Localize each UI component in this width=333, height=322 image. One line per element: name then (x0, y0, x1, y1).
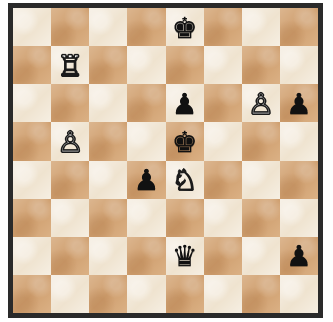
square-h3[interactable] (280, 199, 318, 237)
black-pawn-icon[interactable]: ♟ (172, 90, 198, 119)
square-c7[interactable] (89, 46, 127, 84)
square-g2[interactable] (242, 237, 280, 275)
square-c5[interactable] (89, 122, 127, 160)
square-f4[interactable] (204, 161, 242, 199)
square-d7[interactable] (127, 46, 165, 84)
square-a2[interactable] (13, 237, 51, 275)
square-a6[interactable] (13, 84, 51, 122)
square-g6[interactable]: ♙ (242, 84, 280, 122)
square-e5[interactable]: ♚ (166, 122, 204, 160)
square-g3[interactable] (242, 199, 280, 237)
square-e7[interactable] (166, 46, 204, 84)
black-king-icon[interactable]: ♚ (172, 128, 198, 157)
square-f1[interactable] (204, 275, 242, 313)
square-h4[interactable] (280, 161, 318, 199)
chessboard: ♚ ♖ ♟ ♙ ♟ ♙ ♚ ♟ ♘ ♛ ♟ (13, 8, 318, 313)
square-g7[interactable] (242, 46, 280, 84)
square-b4[interactable] (51, 161, 89, 199)
square-h5[interactable] (280, 122, 318, 160)
black-pawn-icon[interactable]: ♟ (286, 242, 312, 271)
square-c8[interactable] (89, 8, 127, 46)
square-b8[interactable] (51, 8, 89, 46)
square-h7[interactable] (280, 46, 318, 84)
black-queen-icon[interactable]: ♛ (172, 242, 198, 271)
square-b1[interactable] (51, 275, 89, 313)
square-d3[interactable] (127, 199, 165, 237)
square-a1[interactable] (13, 275, 51, 313)
square-b7[interactable]: ♖ (51, 46, 89, 84)
square-c3[interactable] (89, 199, 127, 237)
square-a3[interactable] (13, 199, 51, 237)
square-b6[interactable] (51, 84, 89, 122)
square-c1[interactable] (89, 275, 127, 313)
black-king-icon[interactable]: ♚ (172, 14, 198, 43)
square-f2[interactable] (204, 237, 242, 275)
square-c4[interactable] (89, 161, 127, 199)
square-d2[interactable] (127, 237, 165, 275)
square-e3[interactable] (166, 199, 204, 237)
square-g8[interactable] (242, 8, 280, 46)
square-e4[interactable]: ♘ (166, 161, 204, 199)
square-a5[interactable] (13, 122, 51, 160)
square-d6[interactable] (127, 84, 165, 122)
square-c6[interactable] (89, 84, 127, 122)
square-e8[interactable]: ♚ (166, 8, 204, 46)
square-g1[interactable] (242, 275, 280, 313)
square-f5[interactable] (204, 122, 242, 160)
white-pawn-icon[interactable]: ♙ (57, 128, 83, 157)
square-f6[interactable] (204, 84, 242, 122)
square-d8[interactable] (127, 8, 165, 46)
square-f7[interactable] (204, 46, 242, 84)
square-b5[interactable]: ♙ (51, 122, 89, 160)
square-d5[interactable] (127, 122, 165, 160)
square-f3[interactable] (204, 199, 242, 237)
square-e6[interactable]: ♟ (166, 84, 204, 122)
square-a4[interactable] (13, 161, 51, 199)
white-knight-icon[interactable]: ♘ (172, 166, 198, 195)
square-h6[interactable]: ♟ (280, 84, 318, 122)
square-e2[interactable]: ♛ (166, 237, 204, 275)
black-pawn-icon[interactable]: ♟ (286, 90, 312, 119)
white-pawn-icon[interactable]: ♙ (248, 90, 274, 119)
square-b3[interactable] (51, 199, 89, 237)
square-h8[interactable] (280, 8, 318, 46)
square-d4[interactable]: ♟ (127, 161, 165, 199)
square-h2[interactable]: ♟ (280, 237, 318, 275)
square-h1[interactable] (280, 275, 318, 313)
square-d1[interactable] (127, 275, 165, 313)
square-a7[interactable] (13, 46, 51, 84)
square-g4[interactable] (242, 161, 280, 199)
white-rook-icon[interactable]: ♖ (57, 52, 83, 81)
square-c2[interactable] (89, 237, 127, 275)
chessboard-frame: ♚ ♖ ♟ ♙ ♟ ♙ ♚ ♟ ♘ ♛ ♟ (8, 3, 323, 318)
square-f8[interactable] (204, 8, 242, 46)
square-g5[interactable] (242, 122, 280, 160)
square-e1[interactable] (166, 275, 204, 313)
black-pawn-icon[interactable]: ♟ (133, 166, 159, 195)
square-a8[interactable] (13, 8, 51, 46)
square-b2[interactable] (51, 237, 89, 275)
